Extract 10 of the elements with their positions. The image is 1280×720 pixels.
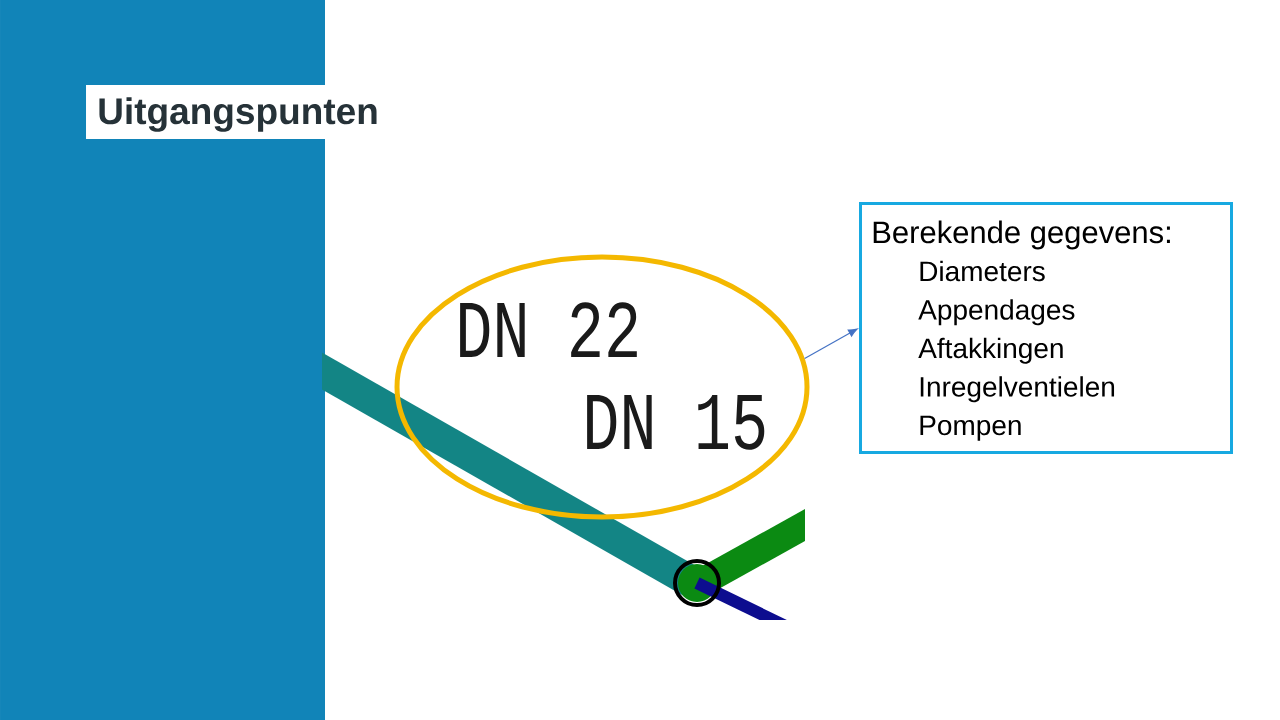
list-item: Pompen (920, 415, 1021, 441)
box-heading: Berekende gegevens: (873, 220, 1170, 250)
list-item: Inregelventielen (920, 376, 1115, 403)
list-item: Appendages (918, 299, 1075, 326)
list-item: Aftakkingen (918, 337, 1063, 364)
arrow (804, 328, 858, 360)
list-item: Diameters (920, 260, 1045, 282)
title-box: Uitgangspunten (86, 85, 377, 139)
pipe-size-label: DN 15 (587, 395, 765, 450)
pipe-size-label: DN 22 (460, 302, 637, 357)
